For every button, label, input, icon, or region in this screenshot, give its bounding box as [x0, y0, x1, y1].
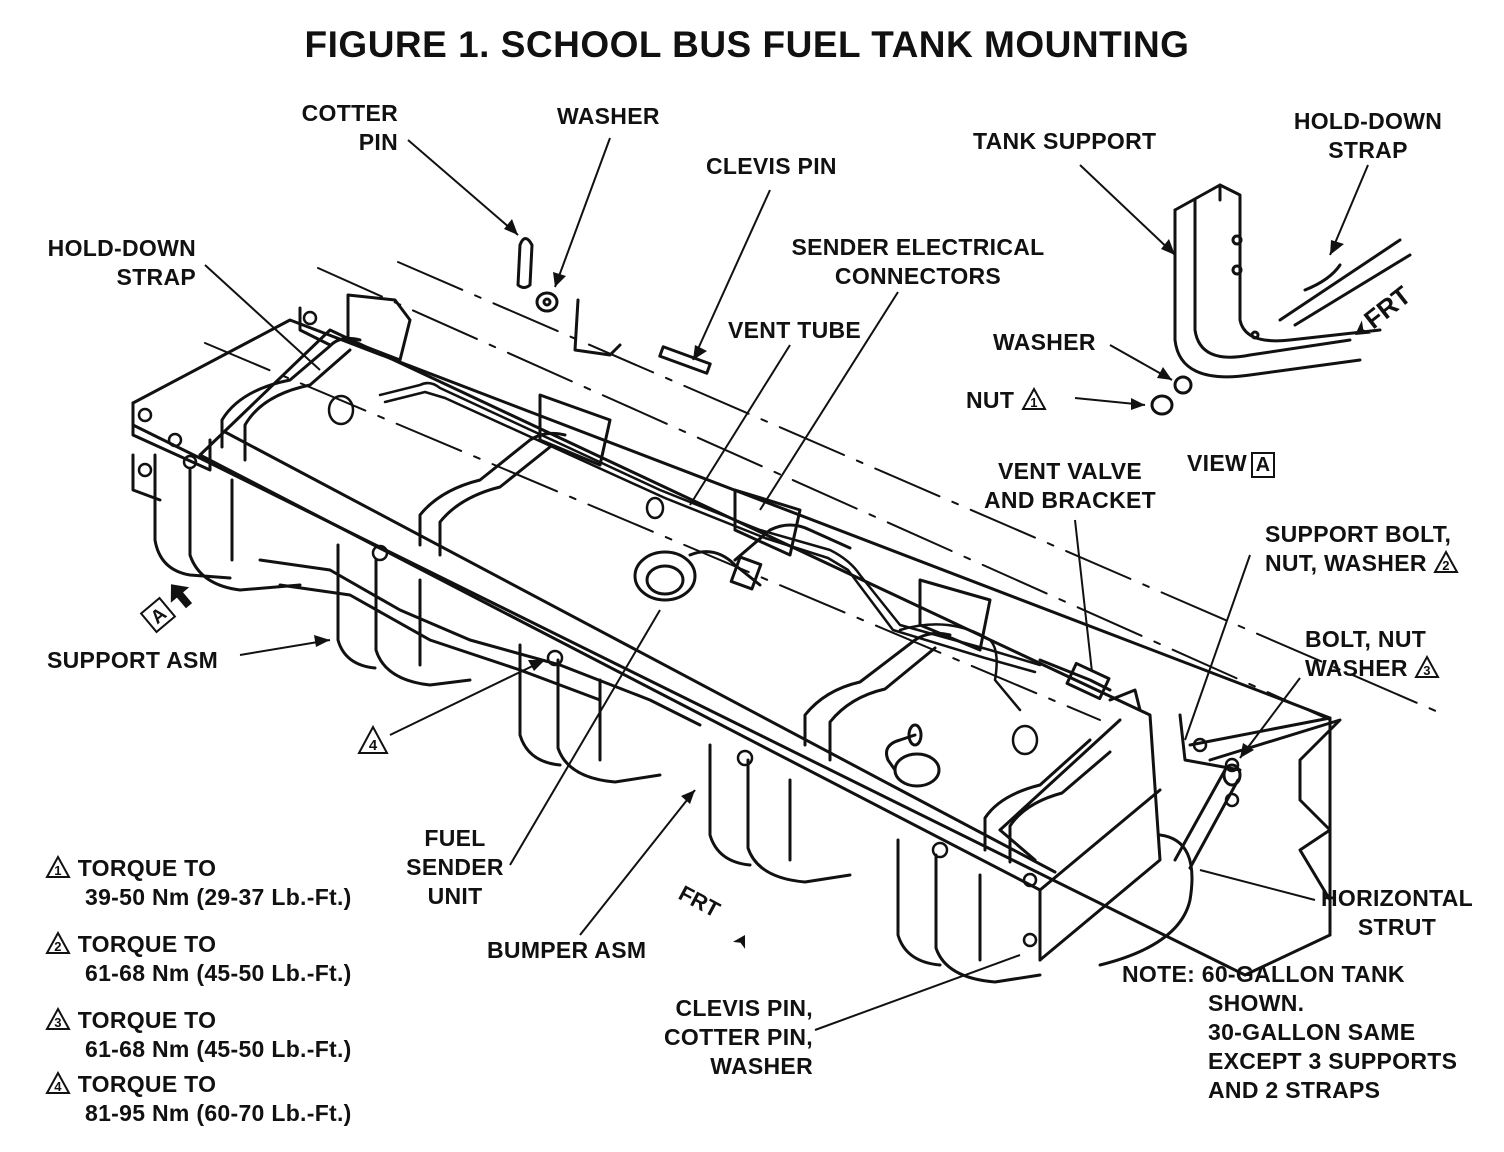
vent-tube — [327, 381, 1042, 756]
washer-top-label: WASHER — [557, 103, 660, 129]
bumper-asm-label: BUMPER ASM — [487, 937, 647, 963]
hold-down-straps — [220, 337, 1112, 864]
clevis-pin-label: CLEVIS PIN — [706, 153, 837, 179]
figure-title: FIGURE 1. SCHOOL BUS FUEL TANK MOUNTING — [304, 24, 1190, 65]
svg-text:3: 3 — [54, 1015, 62, 1030]
four-marker-triangle: 4 — [357, 724, 389, 754]
torque-spec-marker-3-icon: 3 — [45, 1007, 71, 1030]
exploded-hardware — [516, 237, 712, 375]
washer-view-label: WASHER — [993, 329, 1096, 355]
nut-label: NUT 1 — [966, 386, 1047, 415]
view-a-marker: A — [1250, 452, 1275, 478]
clevis-cotter-washer-label: CLEVIS PIN,COTTER PIN,WASHER — [664, 995, 813, 1079]
svg-text:4: 4 — [54, 1079, 62, 1094]
support-bolt-label: SUPPORT BOLT, NUT, WASHER 2 — [1265, 520, 1460, 578]
torque-spec-marker-2-icon: 2 — [45, 931, 71, 954]
view-a-detail — [1150, 183, 1412, 416]
svg-text:1: 1 — [54, 863, 62, 878]
svg-text:3: 3 — [1424, 663, 1432, 678]
tank-size-note: NOTE: 60-GALLON TANK SHOWN. 30-GALLON SA… — [1122, 961, 1458, 1103]
vent-tube-label: VENT TUBE — [728, 317, 862, 343]
torque-marker-1-icon: 1 — [1021, 387, 1047, 410]
torque-spec-marker-4-icon: 4 — [45, 1071, 71, 1094]
horizontal-strut — [1098, 763, 1242, 967]
filler-neck — [885, 723, 941, 788]
reference-lines — [204, 261, 1446, 721]
svg-text:1: 1 — [1030, 395, 1038, 410]
fuel-tank-body — [198, 328, 1162, 962]
torque-spec-4: 4 TORQUE TO 81-95 Nm (60-70 Lb.-Ft.) — [45, 1070, 352, 1128]
frt-arrow-bottom — [732, 935, 746, 949]
tank-support-label: TANK SUPPORT — [973, 128, 1157, 154]
fuel-sender — [633, 523, 852, 602]
frame-plates — [131, 293, 1242, 772]
frt-label-top: FRT — [1358, 280, 1416, 335]
torque-marker-3-icon: 3 — [1414, 655, 1441, 678]
svg-text:2: 2 — [54, 939, 62, 954]
a-marker-box: A — [139, 596, 177, 634]
bolt-nut-label: BOLT, NUT WASHER 3 — [1305, 625, 1441, 683]
support-assemblies — [153, 453, 1042, 984]
svg-text:2: 2 — [1443, 558, 1451, 573]
frt-arrow-top — [1355, 320, 1372, 335]
torque-spec-3: 3 TORQUE TO 61-68 Nm (45-50 Lb.-Ft.) — [45, 1006, 352, 1064]
torque-spec-1: 1 TORQUE TO 39-50 Nm (29-37 Lb.-Ft.) — [45, 854, 352, 912]
bolt-heads — [137, 310, 1240, 948]
svg-text:4: 4 — [369, 737, 378, 754]
a-marker-arrow — [170, 584, 193, 609]
frt-label-bottom: FRT — [675, 880, 725, 922]
support-asm-label: SUPPORT ASM — [47, 647, 219, 673]
torque-marker-2-icon: 2 — [1433, 550, 1460, 573]
torque-spec-marker-1-icon: 1 — [45, 855, 71, 878]
torque-spec-2: 2 TORQUE TO 61-68 Nm (45-50 Lb.-Ft.) — [45, 930, 352, 988]
bumper-assembly — [258, 558, 702, 727]
leader-arrowheads — [314, 219, 1344, 804]
